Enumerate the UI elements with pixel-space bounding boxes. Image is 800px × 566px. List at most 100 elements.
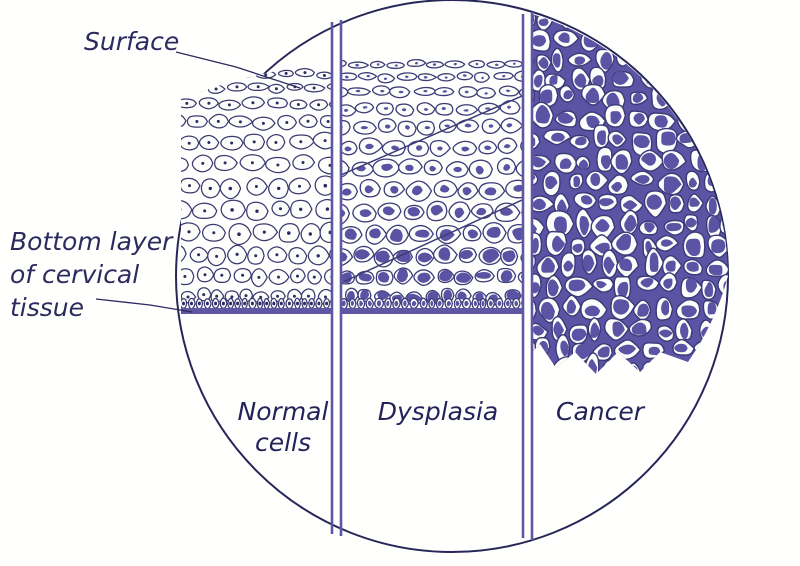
- dysplasia-cell-nucleus: [476, 207, 487, 216]
- cancer-cell-nucleus: [532, 198, 546, 211]
- cancer-cell: [717, 156, 728, 172]
- cancer-cell-nucleus: [547, 279, 559, 297]
- cancer-cell-nucleus: [644, 222, 655, 233]
- dysplasia-cell-nucleus: [486, 226, 501, 238]
- cancer-cell-nucleus: [648, 346, 661, 356]
- cancer-cell: [720, 30, 728, 52]
- cancer-cell-nucleus: [592, 75, 604, 87]
- normal-cell-nucleus: [254, 254, 258, 258]
- cancer-cell: [682, 27, 696, 55]
- normal-cell-nucleus: [186, 295, 190, 299]
- cancer-cell-nucleus: [686, 261, 699, 272]
- normal-cell-nucleus: [323, 139, 327, 143]
- cancer-cell-nucleus: [604, 378, 619, 397]
- normal-basal-nucleus: [250, 301, 254, 306]
- cancer-cell-nucleus: [560, 359, 579, 374]
- cancer-cell: [678, 86, 695, 111]
- dysplasia-cell-nucleus: [396, 250, 411, 263]
- cancer-cell-nucleus: [740, 262, 752, 270]
- dysplasia-basal-nucleus: [394, 300, 399, 307]
- normal-cell-nucleus: [251, 101, 255, 105]
- dysplasia-cell-nucleus: [462, 187, 472, 196]
- cancer-cell-nucleus: [590, 173, 601, 187]
- cancer-cell: [699, 33, 720, 52]
- cancer-cell-nucleus: [685, 217, 698, 228]
- dysplasia-cell-nucleus: [444, 76, 448, 79]
- cancer-cell: [748, 68, 766, 91]
- cancer-cell-nucleus: [699, 55, 712, 70]
- cancer-cell: [731, 358, 752, 384]
- cancer-cell-nucleus: [726, 31, 728, 49]
- cancer-cell-nucleus: [723, 67, 728, 87]
- cancer-cell-nucleus: [597, 346, 610, 358]
- cancer-cell-nucleus: [540, 301, 555, 320]
- cancer-cell-nucleus: [665, 260, 676, 272]
- cancer-cell-nucleus: [584, 381, 596, 396]
- cancer-cell-nucleus: [549, 74, 558, 85]
- dysplasia-basal-nucleus: [421, 300, 426, 307]
- normal-cell: [181, 200, 193, 220]
- cancer-cell-nucleus: [596, 280, 607, 289]
- normal-cell-nucleus: [187, 141, 191, 145]
- dysplasia-cell-nucleus: [389, 228, 403, 243]
- normal-cell: [181, 244, 187, 264]
- cancer-cell-nucleus: [622, 200, 638, 210]
- dysplasia-cell-nucleus: [344, 146, 352, 152]
- dysplasia-cell-nucleus: [382, 206, 395, 216]
- bottom-layer-leader-line: [95, 298, 193, 313]
- normal-cell-nucleus: [262, 230, 266, 234]
- normal-cell-nucleus: [177, 164, 180, 167]
- dysplasia-cell-nucleus: [423, 76, 428, 79]
- dysplasia-basal-nucleus: [359, 300, 364, 307]
- cancer-cell-nucleus: [612, 134, 624, 145]
- dysplasia-basal-nucleus: [481, 300, 485, 307]
- cancer-cell-nucleus: [633, 113, 645, 125]
- cancer-cell: [740, 277, 759, 293]
- normal-cell-nucleus: [255, 209, 259, 213]
- cancer-cell-nucleus: [731, 388, 743, 398]
- cancer-cell-nucleus: [542, 385, 556, 398]
- dysplasia-cell-nucleus: [417, 272, 431, 283]
- dysplasia-cell: [518, 86, 522, 99]
- label-section-dysplasia: Dysplasia: [378, 397, 499, 426]
- cancer-cell-nucleus: [617, 281, 629, 299]
- cancer-cell-nucleus: [532, 156, 547, 168]
- cancer-cell: [704, 359, 728, 374]
- cancer-cell: [744, 25, 759, 47]
- normal-cell-nucleus: [317, 103, 321, 107]
- cancer-cell: [656, 28, 684, 49]
- cancer-cell: [722, 170, 728, 189]
- cancer-cell-nucleus: [708, 216, 721, 233]
- normal-basal-nucleus: [279, 301, 283, 306]
- cancer-cell: [654, 14, 679, 33]
- normal-cell-nucleus: [235, 252, 239, 256]
- dysplasia-cell-nucleus: [506, 290, 521, 301]
- cancer-cell-nucleus: [727, 173, 728, 187]
- cancer-cell: [711, 91, 728, 108]
- dysplasia-cell-nucleus: [459, 249, 474, 260]
- normal-cell-nucleus: [205, 71, 209, 75]
- normal-cell-nucleus: [301, 161, 305, 164]
- dysplasia-cell-nucleus: [461, 146, 470, 152]
- normal-cell-nucleus: [261, 121, 265, 125]
- cancer-cell-nucleus: [749, 219, 761, 233]
- dysplasia-basal-nucleus: [446, 300, 452, 307]
- dysplasia-cell-nucleus: [463, 109, 469, 112]
- dysplasia-cell-nucleus: [494, 63, 499, 67]
- dysplasia-cell-nucleus: [391, 145, 400, 151]
- cancer-cell-nucleus: [574, 73, 587, 88]
- cancer-cell: [735, 13, 758, 28]
- cancer-cell-nucleus: [571, 328, 587, 341]
- normal-cell-nucleus: [215, 254, 219, 258]
- cancer-cell: [676, 105, 699, 133]
- cancer-cell-nucleus: [702, 112, 717, 126]
- dysplasia-cell-nucleus: [506, 123, 513, 128]
- cancer-cell-nucleus: [552, 53, 561, 68]
- normal-cell-nucleus: [181, 208, 182, 212]
- dysplasia-basal-nucleus: [350, 300, 355, 306]
- cancer-cell: [532, 131, 541, 151]
- normal-cell-nucleus: [230, 141, 234, 145]
- cancer-cell-nucleus: [708, 134, 717, 146]
- dysplasia-cell-nucleus: [355, 63, 360, 67]
- normal-cell-nucleus: [287, 231, 291, 235]
